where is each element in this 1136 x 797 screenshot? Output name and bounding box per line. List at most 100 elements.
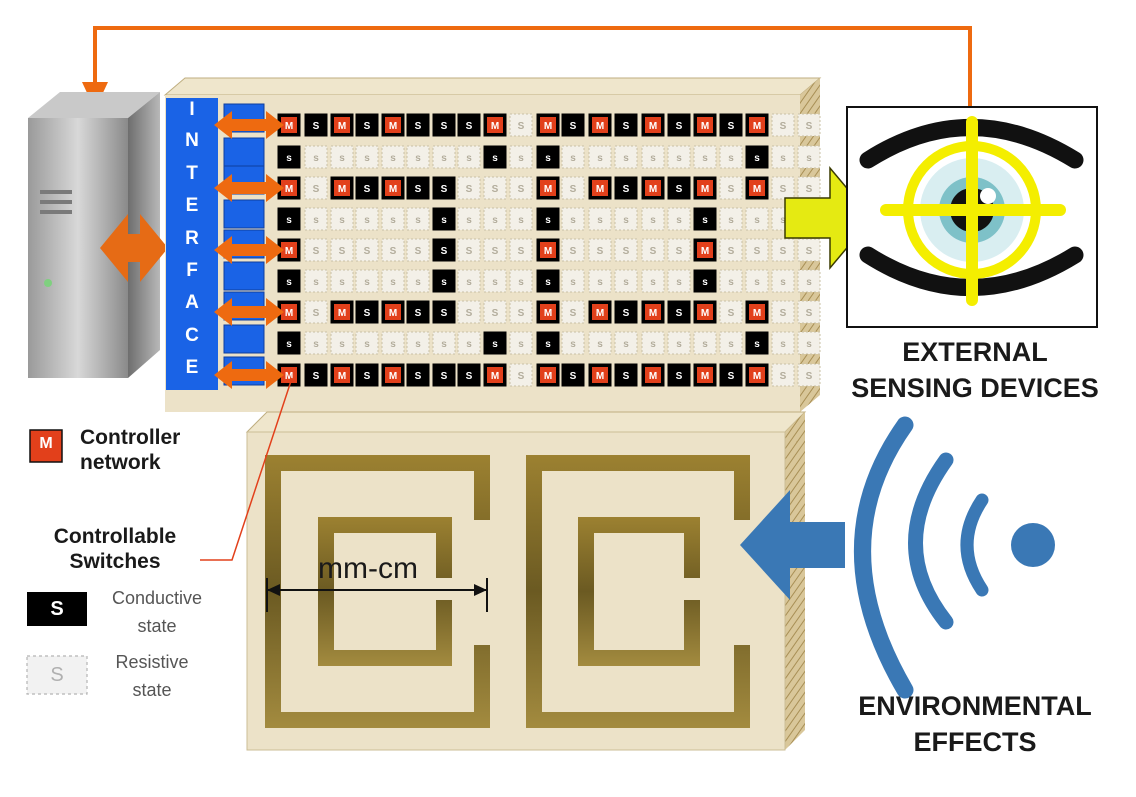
resistive-switch-cell [771, 363, 795, 387]
controller-node-label: M [753, 184, 761, 195]
resistive-switch-cell [719, 238, 743, 262]
switch-label: s [597, 153, 603, 164]
resistive-switch-cell [304, 331, 328, 355]
interface-strip [166, 98, 218, 390]
eye-icon [859, 116, 1084, 306]
resistive-switch-cell [771, 145, 795, 169]
switch-label: S [518, 308, 525, 319]
controller-node-label: M [491, 371, 499, 382]
switch-label: s [466, 215, 472, 226]
switch-label: S [441, 246, 448, 257]
resistive-switch-cell [719, 331, 743, 355]
switch-label: S [441, 371, 448, 382]
environment-arrow [740, 490, 845, 600]
switch-label: s [518, 277, 524, 288]
switch-label: s [286, 215, 292, 226]
switch-label: s [415, 339, 421, 350]
conductive-switch-cell [457, 363, 481, 387]
conductive-switch-cell [536, 207, 560, 231]
resistive-switch-cell [509, 176, 533, 200]
switch-label: S [806, 371, 813, 382]
switch-label: s [390, 339, 396, 350]
conductive-switch-cell [561, 363, 585, 387]
switch-label: S [570, 121, 577, 132]
controller-node [281, 242, 297, 258]
controller-node [385, 304, 401, 320]
controller-node-label: M [338, 184, 346, 195]
switch-label: s [754, 153, 760, 164]
switch-label: s [286, 153, 292, 164]
resistive-switch-cell [483, 207, 507, 231]
controller-node [385, 180, 401, 196]
switch-label: s [390, 277, 396, 288]
switch-label: s [623, 339, 629, 350]
controller-node-label: M [338, 308, 346, 319]
switch-label: S [441, 184, 448, 195]
switch-label: s [313, 339, 319, 350]
resistive-switch-cell [509, 331, 533, 355]
controller-node [697, 180, 713, 196]
interface-letter: A [185, 292, 199, 313]
conductive-switch-cell [457, 113, 481, 137]
controller-node [749, 304, 765, 320]
switch-label: s [780, 277, 786, 288]
interface-letter: T [186, 163, 198, 184]
controller-node-label: M [285, 246, 293, 257]
controller-node-label: M [701, 121, 709, 132]
switch-label: s [780, 215, 786, 226]
conductive-switch-cell [483, 331, 507, 355]
dimension-label: mm-cm [318, 552, 418, 585]
controller-node [592, 180, 608, 196]
resistive-switch-cell [457, 145, 481, 169]
controller-node-label: M [389, 184, 397, 195]
controller-node-label: M [701, 371, 709, 382]
resistive-switch-cell [719, 300, 743, 324]
resistive-switch-cell [771, 331, 795, 355]
resistive-switch-cell [614, 269, 638, 293]
resistive-switch-cell [561, 331, 585, 355]
resistive-switch-cell [797, 238, 821, 262]
switch-label: s [466, 153, 472, 164]
resonator-right [526, 455, 750, 728]
resistive-switch-cell [483, 176, 507, 200]
controller-node [487, 367, 503, 383]
resistive-switch-cell [457, 207, 481, 231]
controller-node-label: M [753, 308, 761, 319]
controller-node-label: M [649, 184, 657, 195]
legend-resistive-line1: Resistive [115, 652, 189, 672]
switch-label: S [570, 308, 577, 319]
controller-node-label: M [649, 371, 657, 382]
resistive-switch-cell [483, 238, 507, 262]
controller-node [749, 367, 765, 383]
switch-label: s [339, 277, 345, 288]
switch-label: s [415, 215, 421, 226]
switch-label: s [728, 277, 734, 288]
switch-label: s [441, 153, 447, 164]
switch-label: s [286, 339, 292, 350]
conductive-switch-cell [432, 238, 456, 262]
conductive-switch-cell [277, 207, 301, 231]
controller-node [697, 304, 713, 320]
switch-label: S [806, 184, 813, 195]
switch-label: s [780, 153, 786, 164]
feedback-loop-line [93, 26, 972, 110]
interface-port-block [223, 324, 265, 354]
resistive-switch-cell [432, 145, 456, 169]
switch-label: S [780, 308, 787, 319]
resistive-switch-cell [588, 207, 612, 231]
switch-label: S [364, 184, 371, 195]
switch-label: S [806, 308, 813, 319]
resistive-switch-cell [381, 238, 405, 262]
interface-port-block [223, 137, 265, 167]
resistive-switch-cell [330, 269, 354, 293]
conductive-switch-cell [745, 331, 769, 355]
controller-node [749, 117, 765, 133]
controller-node [334, 180, 350, 196]
resistive-switch-cell [561, 238, 585, 262]
resistive-switch-cell [588, 331, 612, 355]
switch-label: s [623, 153, 629, 164]
conductive-switch-cell [667, 176, 691, 200]
controller-node-label: M [596, 121, 604, 132]
resistive-switch-cell [509, 113, 533, 137]
controller-node [334, 367, 350, 383]
